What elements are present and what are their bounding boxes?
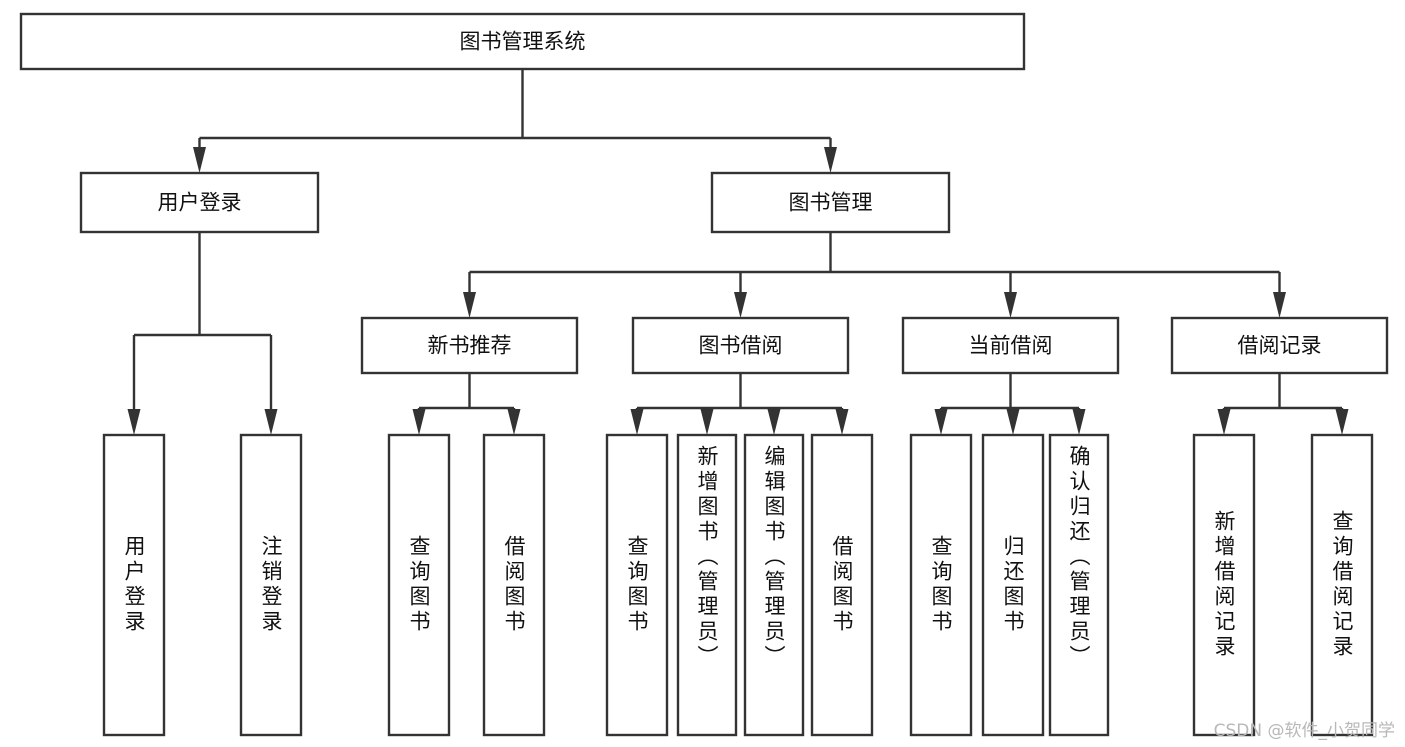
node-box-leaf-user-logout[interactable] bbox=[239, 433, 303, 737]
node-label-borrow-record: 借阅记录 bbox=[1238, 334, 1322, 358]
connector-arrowhead bbox=[1006, 409, 1020, 435]
connector-arrowhead bbox=[835, 409, 849, 435]
node-box-current-borrow[interactable] bbox=[901, 316, 1120, 375]
connector-c-new-book-rec bbox=[412, 373, 521, 435]
connector-arrowhead bbox=[767, 409, 781, 435]
connector-arrowhead bbox=[700, 409, 714, 435]
node-box-layer bbox=[19, 12, 1389, 737]
node-label-book-borrow: 图书借阅 bbox=[699, 334, 783, 358]
node-box-leaf-user-login[interactable] bbox=[102, 433, 166, 737]
csdn-watermark: CSDN @软件_小贺同学 bbox=[1213, 721, 1395, 741]
node-label-user-login: 用户登录 bbox=[158, 191, 242, 215]
node-box-leaf-borrow-book-2[interactable] bbox=[810, 433, 874, 737]
connector-arrowhead bbox=[734, 292, 747, 318]
connector-c-book-borrow bbox=[630, 373, 849, 435]
node-box-leaf-confirm-return[interactable] bbox=[1048, 433, 1110, 737]
node-box-leaf-borrow-book-1[interactable] bbox=[482, 433, 546, 737]
connector-arrowhead bbox=[1004, 292, 1017, 318]
connector-arrowhead bbox=[630, 409, 644, 435]
node-label-book-manage: 图书管理 bbox=[789, 191, 873, 215]
node-box-leaf-return-book[interactable] bbox=[981, 433, 1045, 737]
node-box-borrow-record[interactable] bbox=[1170, 316, 1389, 375]
node-box-leaf-query-book-3[interactable] bbox=[909, 433, 973, 737]
node-box-book-manage[interactable] bbox=[710, 171, 951, 234]
connector-arrowhead bbox=[507, 409, 521, 435]
connector-c-book-manage bbox=[463, 232, 1286, 318]
connector-arrowhead bbox=[463, 292, 476, 318]
node-label-current-borrow: 当前借阅 bbox=[969, 334, 1053, 358]
connector-arrowhead bbox=[934, 409, 948, 435]
node-box-leaf-query-book-2[interactable] bbox=[605, 433, 669, 737]
node-box-leaf-add-book[interactable] bbox=[676, 433, 738, 737]
node-box-new-book-rec[interactable] bbox=[360, 316, 579, 375]
connector-arrowhead bbox=[264, 409, 278, 435]
connector-c-current-borrow bbox=[934, 373, 1086, 435]
connector-layer bbox=[127, 69, 1349, 435]
node-box-book-borrow[interactable] bbox=[631, 316, 850, 375]
connector-c-borrow-record bbox=[1217, 373, 1349, 435]
connector-arrowhead bbox=[824, 147, 837, 173]
connector-arrowhead bbox=[127, 409, 141, 435]
connector-arrowhead bbox=[412, 409, 426, 435]
connector-arrowhead bbox=[1217, 409, 1231, 435]
connector-arrowhead bbox=[1335, 409, 1349, 435]
node-box-leaf-edit-book[interactable] bbox=[743, 433, 805, 737]
node-box-user-login[interactable] bbox=[79, 171, 320, 234]
connector-c-user-login bbox=[127, 232, 278, 435]
connector-arrowhead bbox=[1072, 409, 1086, 435]
node-label-new-book-rec: 新书推荐 bbox=[428, 334, 512, 358]
connector-c-root bbox=[193, 69, 837, 173]
node-label-root: 图书管理系统 bbox=[460, 30, 586, 54]
node-box-leaf-query-book-1[interactable] bbox=[387, 433, 451, 737]
node-box-leaf-add-record[interactable] bbox=[1192, 433, 1256, 737]
connector-arrowhead bbox=[1273, 292, 1286, 318]
connector-arrowhead bbox=[193, 147, 206, 173]
node-box-root[interactable] bbox=[19, 12, 1026, 71]
node-box-leaf-query-record[interactable] bbox=[1310, 433, 1374, 737]
